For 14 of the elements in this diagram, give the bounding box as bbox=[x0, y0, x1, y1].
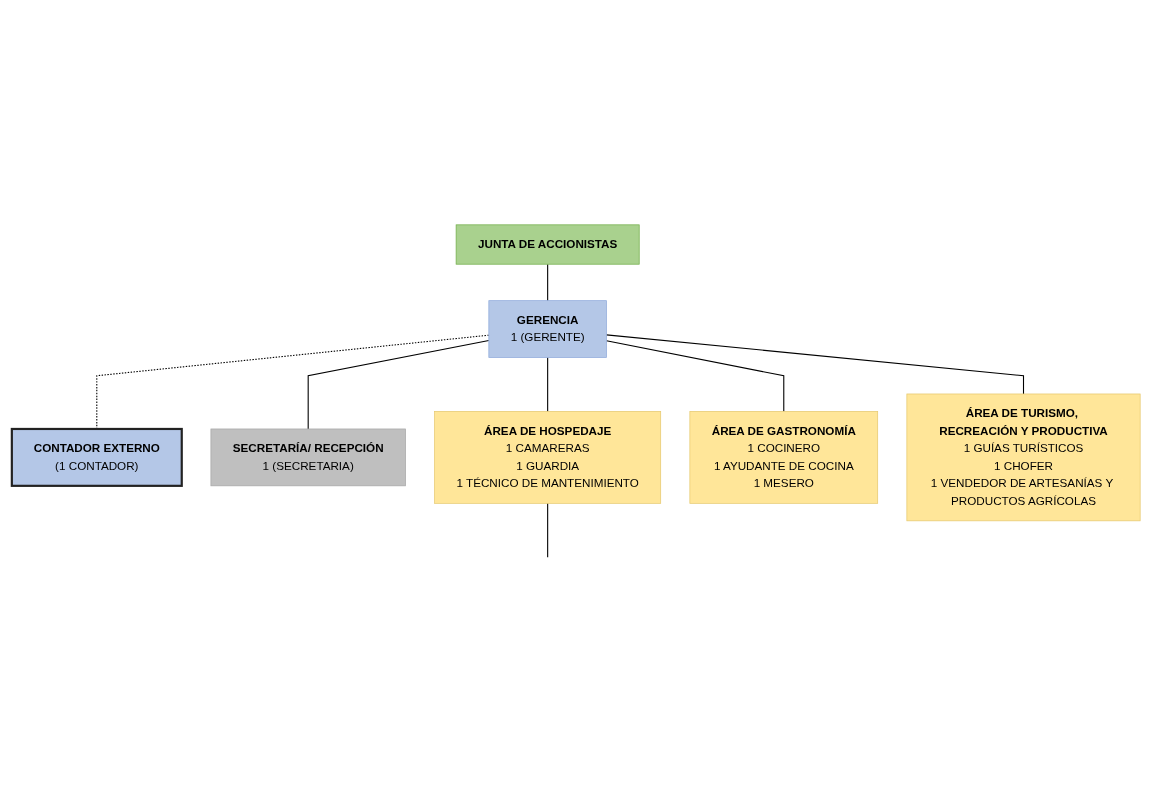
connector bbox=[546, 502, 548, 558]
connector bbox=[546, 356, 548, 412]
connector bbox=[307, 340, 489, 430]
connector bbox=[605, 340, 784, 412]
node-box: ÁREA DE TURISMO, RECREACIÓN Y PRODUCTIVA 1 GUÍAS TURÍSTICOS 1 CHOFER 1 VENDEDOR DE ARTESANÍAS Y PRODUCTOS AGRÍCOLAS bbox=[906, 393, 1141, 522]
node-box: ÁREA DE GASTRONOMÍA 1 COCINERO 1 AYUDANTE DE COCINA 1 MESERO bbox=[689, 411, 878, 504]
node-box: CONTADOR EXTERNO (1 CONTADOR) bbox=[10, 427, 183, 487]
node-box: SECRETARÍA/ RECEPCIÓN 1 (SECRETARIA) bbox=[210, 428, 406, 487]
connector bbox=[546, 263, 548, 302]
connector bbox=[95, 334, 489, 430]
node-box: ÁREA DE HOSPEDAJE 1 CAMARERAS 1 GUARDIA 1 TÉCNICO DE MANTENIMIENTO bbox=[433, 411, 661, 504]
connector bbox=[605, 334, 1024, 395]
node-box: JUNTA DE ACCIONISTAS bbox=[455, 224, 640, 265]
node-box: GERENCIA 1 (GERENTE) bbox=[487, 300, 607, 358]
